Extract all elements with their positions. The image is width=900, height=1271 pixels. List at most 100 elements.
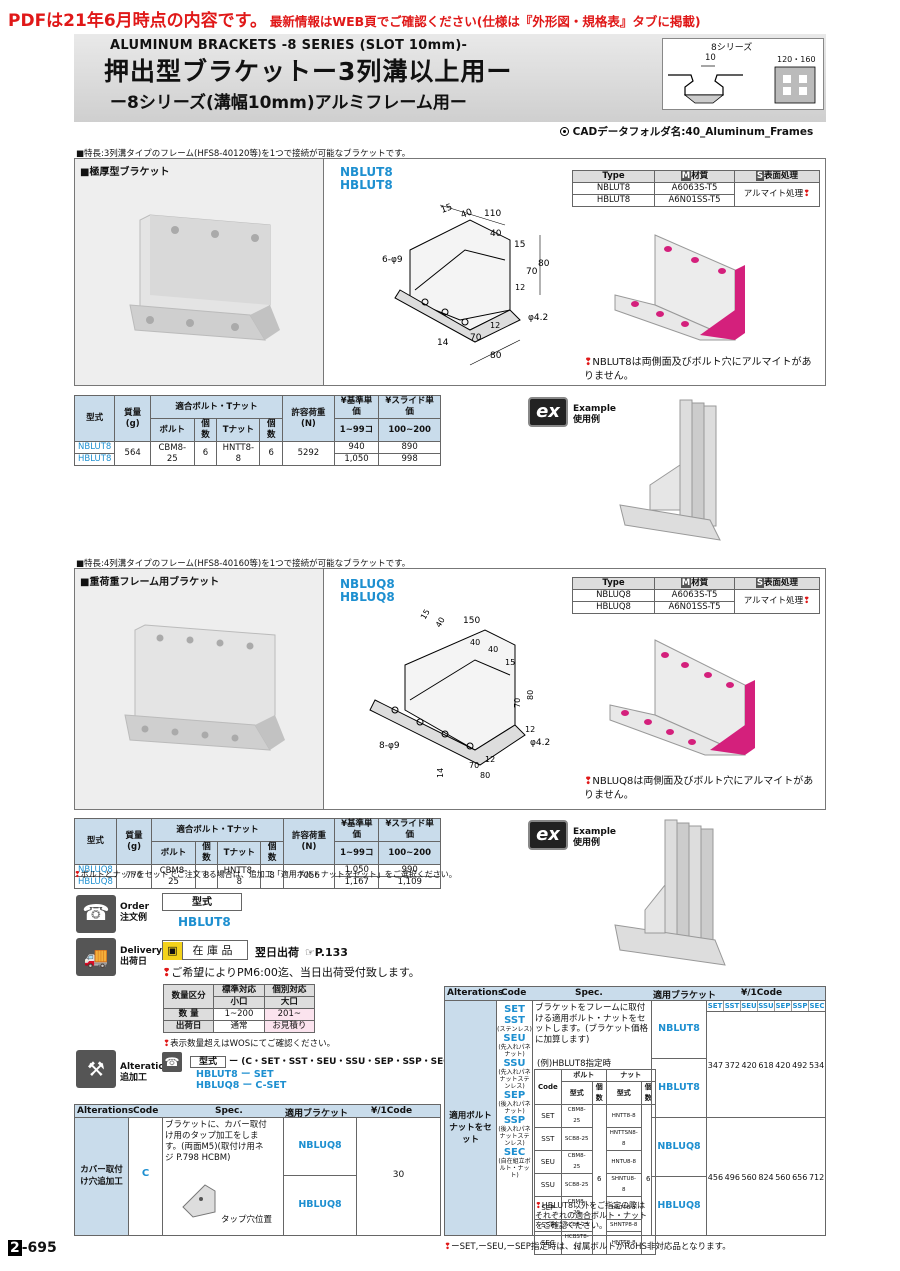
- phone-icon: ☎: [76, 895, 116, 933]
- example-photo-2: [614, 819, 726, 966]
- alt-right-bracket: NBLUQ8: [652, 1119, 706, 1177]
- svg-text:12: 12: [490, 321, 500, 330]
- alt-right-bracket: NBLUT8: [652, 1001, 706, 1059]
- example-photo-1: [619, 399, 721, 541]
- col-load: 許容荷重(N): [282, 818, 336, 865]
- table-row: HBLUQ8: [74, 876, 117, 889]
- alt-left-price: 30: [392, 1170, 405, 1180]
- material-cell: A6063S-T5: [654, 182, 735, 195]
- price-row-uq: 456 496 560 824 560 656 712: [707, 1172, 825, 1182]
- alt-left-code: C: [129, 1118, 163, 1235]
- order-head: 型式: [162, 893, 242, 911]
- material-icon: M: [680, 578, 692, 588]
- material-cell: A6N01SS-T5: [654, 194, 735, 207]
- alt-right-spec-example: (例)HBLUT8指定時: [537, 1059, 611, 1069]
- example-icon: ex: [528, 397, 568, 427]
- svg-text:6-φ9: 6-φ9: [382, 255, 403, 265]
- bracket-pink-2: [609, 639, 755, 756]
- slot-profile-icon: [668, 65, 816, 104]
- alt-table-left: Alterations Code Spec. 適用ブラケット ¥/1Code カ…: [74, 1104, 441, 1236]
- material-head: M材質: [654, 577, 735, 590]
- section2-note: ❢NBLUQ8は両側面及びボルト穴にアルマイトがありません。: [584, 776, 814, 801]
- alert-icon: ❢: [162, 966, 172, 979]
- alt-left-bracket: NBLUQ8: [284, 1118, 356, 1176]
- svg-text:70: 70: [526, 267, 538, 277]
- svg-text:15: 15: [514, 240, 525, 250]
- alert-icon: ❢: [584, 357, 593, 368]
- frame-dims: 120・160: [777, 55, 816, 64]
- svg-text:40: 40: [434, 616, 447, 629]
- svg-text:12: 12: [485, 755, 495, 764]
- alert-icon: ❢: [163, 1039, 171, 1049]
- type-table-2: Type M材質 S表面処理 NBLUQ8 A6063S-T5 アルマイト処理❢…: [572, 577, 820, 614]
- phone-icon: ☎: [162, 1052, 182, 1072]
- alt-right-bracket: HBLUT8: [652, 1060, 706, 1118]
- svg-text:80: 80: [480, 771, 490, 780]
- bracket-photo-2: [124, 624, 285, 751]
- notice-sub: 最新情報はWEB頁でご確認ください(仕様は『外形図・規格表』タブに掲載): [269, 14, 701, 29]
- next-day: 翌日出荷 ☞P.133: [255, 946, 348, 959]
- table-row: NBLUT8: [73, 441, 116, 454]
- price-code-header: SET SST SEU SSU SEP SSP SEC: [707, 1001, 825, 1012]
- svg-text:15: 15: [505, 658, 515, 667]
- delivery-label: Delivery 出荷日: [120, 946, 163, 967]
- model-nbluq8: NBLUQ8: [340, 577, 395, 591]
- svg-text:8-φ9: 8-φ9: [379, 741, 400, 751]
- type-head: Type: [572, 170, 655, 183]
- svg-text:70: 70: [513, 698, 522, 708]
- type-table-1: Type M材質 S表面処理 NBLUT8 A6063S-T5 アルマイト処理❢…: [572, 170, 820, 207]
- svg-text:80: 80: [490, 351, 502, 361]
- col-model: 型式: [73, 395, 116, 442]
- model-hbluq8: HBLUQ8: [340, 590, 395, 604]
- type-cell: HBLUT8: [572, 194, 655, 207]
- slot-dim: 10: [705, 53, 716, 63]
- alt-left-spec: ブラケットに、カバー取付け用のタップ加工をします。(両面M5)(取付け用ネジ P…: [165, 1120, 267, 1163]
- alt-right-spec-bottom: ❢HBLUT8以外をご指定の際はそれぞれの適合ボルト・ナットをご確認ください。: [535, 1201, 647, 1230]
- svg-text:40: 40: [460, 207, 474, 220]
- table-row: HBLUT8: [73, 453, 116, 466]
- box-icon: ▣: [163, 942, 183, 960]
- footnote: ❢ーSET,ーSEU,ーSEP指定時は、付属ボルトがRoHS非対応品となります。: [444, 1242, 731, 1252]
- model-nblut8: NBLUT8: [340, 165, 393, 179]
- surface-cell: アルマイト処理❢: [734, 589, 820, 614]
- price-row-ut: 347 372 420 618 420 492 534: [707, 1013, 825, 1118]
- col-slide: ¥スライド単価: [378, 395, 441, 419]
- alt-table-right: Alterations Code Spec. 適用ブラケット ¥/1Code 適…: [444, 986, 826, 1255]
- cad-folder: CADデータフォルダ名:40_Aluminum_Frames: [560, 124, 813, 139]
- material-cell: A6063S-T5: [654, 589, 735, 602]
- alteration-codes: 型式 ー (C・SET・SST・SEU・SSU・SEP・SSP・SEC): [190, 1054, 454, 1068]
- alt-left-bracket: HBLUQ8: [298, 1199, 342, 1210]
- sameday-note: ❢ご希望によりPM6:00迄、当日出荷受付致します。: [162, 966, 420, 979]
- material-icon: M: [680, 171, 692, 181]
- svg-text:80: 80: [526, 690, 535, 700]
- dimension-drawing-1: 15 40 110 40 15 70 80 6-φ9 12 φ4.2 14 12…: [382, 203, 550, 366]
- alt-right-codes: SET SST (ステンレス) SEU (先入れパネナット) SSU (先入れパ…: [497, 1001, 533, 1235]
- svg-text:80: 80: [538, 259, 550, 269]
- delivery-table: 数量区分 標準対応 個別対応 小口 大口 数 量 1~200 201~ 出荷日 …: [162, 984, 316, 1033]
- svg-text:φ4.2: φ4.2: [530, 738, 550, 748]
- alt-right-bracket: HBLUQ8: [657, 1200, 701, 1211]
- alt-right-name: 適用ボルトナットをセット: [445, 1001, 497, 1235]
- svg-text:150: 150: [463, 616, 480, 626]
- col-mass: 質量(g): [115, 818, 153, 865]
- section1-note: ❢NBLUT8は両側面及びボルト穴にアルマイトがありません。: [584, 357, 812, 382]
- type-cell: NBLUT8: [572, 182, 655, 195]
- svg-text:14: 14: [436, 768, 445, 778]
- header-en-title: ALUMINUM BRACKETS -8 SERIES (SLOT 10mm)-: [110, 38, 468, 53]
- series-label: 8シリーズ: [711, 43, 753, 53]
- col-model: 型式: [74, 818, 117, 865]
- truck-icon: 🚚: [76, 938, 116, 976]
- col-price: ¥基準単価: [333, 395, 380, 419]
- svg-text:40: 40: [488, 645, 498, 654]
- type-head: Type: [572, 577, 655, 590]
- alert-icon: ❢: [803, 596, 811, 606]
- col-bolt-nut: 適合ボルト・Tナット: [151, 818, 284, 842]
- radio-icon: [560, 127, 569, 136]
- alt-left-header: Alterations Code Spec. 適用ブラケット ¥/1Code: [75, 1105, 440, 1119]
- col-mass: 質量(g): [114, 395, 151, 442]
- page-number: 2-695: [8, 1240, 57, 1256]
- tap-label: タップ穴位置: [221, 1215, 273, 1225]
- material-cell: A6N01SS-T5: [654, 601, 735, 614]
- alt-right-spec-top: ブラケットをフレームに取付ける適用ボルト・ナットをセットします。(ブラケット価格…: [535, 1003, 648, 1045]
